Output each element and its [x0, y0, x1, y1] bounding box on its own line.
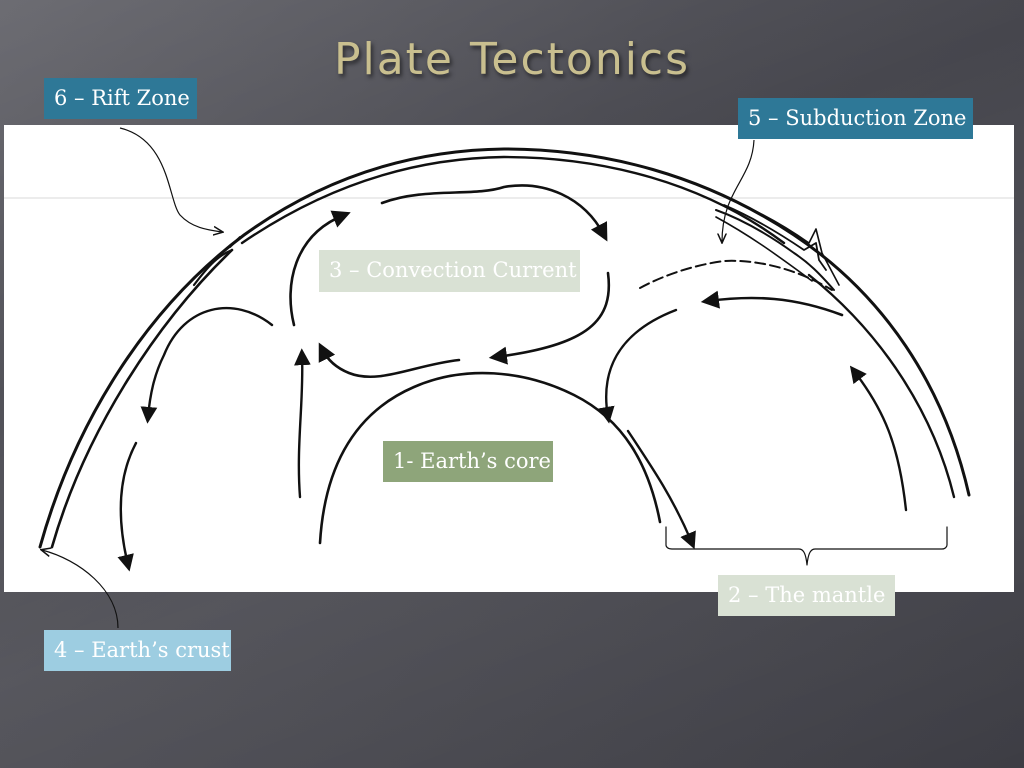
crust-inner-left [50, 248, 234, 549]
convection-current-label: 3 – Convection Current [319, 250, 580, 292]
earths-core-label: 1- Earth’s core [383, 441, 553, 482]
convection-right-loop [700, 290, 844, 317]
rift-zone-label: 6 – Rift Zone [44, 78, 197, 119]
mantle-bracket [665, 526, 948, 566]
crust-inner-right [240, 155, 786, 245]
diagram-panel [4, 125, 1014, 592]
convection-left-loop [140, 306, 274, 424]
plate-tectonics-sketch [4, 147, 1014, 572]
slide-title: Plate Tectonics [333, 34, 691, 85]
convection-top-loop [380, 184, 608, 242]
earths-crust-label: 4 – Earth’s crust [44, 630, 231, 671]
core-arc [318, 371, 662, 545]
subduction-zone-label: 5 – Subduction Zone [738, 98, 973, 139]
mantle-label: 2 – The mantle [718, 575, 895, 616]
crust-outer-arc [38, 147, 971, 549]
